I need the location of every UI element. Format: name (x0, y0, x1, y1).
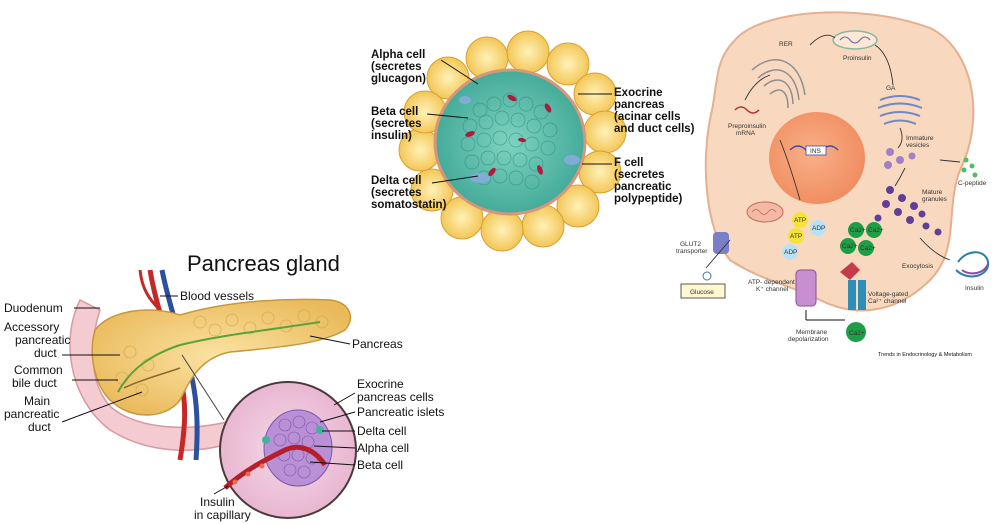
svg-text:ATP: ATP (794, 217, 806, 224)
c-peptide-dots (961, 157, 978, 178)
pancreatic-ducts (117, 321, 321, 393)
islet-cells (460, 92, 558, 190)
delta-cells (262, 426, 324, 444)
svg-text:Pancreatic islets: Pancreatic islets (357, 405, 444, 419)
svg-text:Ca2+: Ca2+ (850, 227, 866, 234)
glucose-label: Glucose (690, 289, 714, 296)
rer-organelle (751, 59, 806, 109)
glucose-box (680, 283, 726, 299)
pancreas-shape (91, 298, 352, 416)
insulin-label: Insulin (965, 285, 984, 292)
atp-adp-circles: ATP ADP ATP ADP (782, 212, 826, 260)
immature-vesicles (884, 148, 916, 169)
mitochondrion (746, 201, 784, 223)
svg-text:Alpha cell: Alpha cell (357, 441, 409, 455)
pathway-arrows (705, 34, 961, 269)
capillary-vessel (223, 444, 328, 490)
svg-text:Delta cell: Delta cell (357, 424, 406, 438)
label-beta-cell: Beta cell (309, 458, 403, 472)
mrna-strand (734, 106, 760, 114)
insulin-chains (955, 251, 990, 278)
label-blood-vessels: Blood vessels (160, 289, 254, 303)
proinsulin-label: Proinsulin (843, 55, 872, 62)
label-alpha-cell: Alpha cell (313, 441, 409, 455)
label-duodenum: Duodenum (4, 301, 100, 315)
ga-label: GA (886, 85, 896, 92)
svg-text:Blood vessels: Blood vessels (180, 289, 254, 303)
golgi-apparatus (877, 95, 923, 125)
gland-title: Pancreas gland (187, 251, 340, 276)
calcium-entry-ion (846, 322, 866, 342)
svg-text:ATP: ATP (790, 233, 802, 240)
svg-text:ADP: ADP (784, 249, 797, 256)
calcium-entry-label: Ca2+ (849, 330, 865, 337)
delta-cells-cluster (459, 96, 580, 183)
exocytosis-label: Exocytosis (902, 263, 934, 270)
pancreas-gland-diagram: Pancreas gland (4, 251, 444, 522)
ins-gene: INS (789, 145, 839, 156)
islet-body (433, 68, 587, 216)
svg-text:Ca2+: Ca2+ (868, 227, 884, 234)
rer-label: RER (779, 41, 793, 48)
svg-text:INS: INS (810, 148, 822, 155)
nucleus (769, 112, 865, 204)
label-pancreatic-islets: Pancreatic islets (319, 405, 444, 423)
proinsulin-vesicle (832, 30, 878, 50)
label-delta-cell: Delta cell (322, 424, 406, 438)
calcium-ions: Ca2+ Ca2+ Ca2+ Ca2+ (840, 222, 884, 256)
svg-text:ADP: ADP (812, 225, 825, 232)
svg-text:Ca2+: Ca2+ (860, 245, 876, 252)
svg-text:Duodenum: Duodenum (4, 301, 63, 315)
label-pancreas: Pancreas (309, 335, 403, 351)
capillaries (465, 94, 552, 177)
c-peptide-label: C-peptide (958, 180, 987, 187)
svg-text:Beta cell: Beta cell (357, 458, 403, 472)
svg-text:Ca2+: Ca2+ (842, 243, 858, 250)
red-blood-cells (232, 463, 265, 485)
credit-text: Trends in Endocrinology & Metabolism (878, 352, 972, 358)
svg-text:Pancreas: Pancreas (352, 337, 403, 351)
mature-granules (874, 186, 942, 236)
acinar-cells (398, 30, 627, 252)
